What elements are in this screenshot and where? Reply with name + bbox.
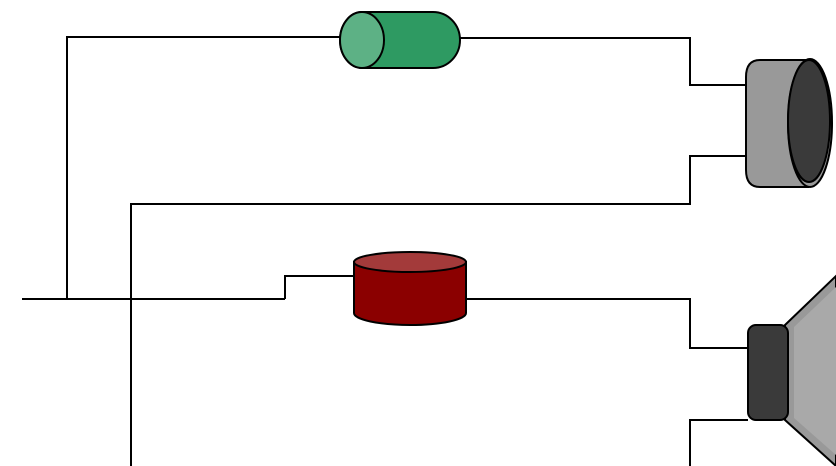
woofer-return-wire xyxy=(689,419,748,466)
inductor-component xyxy=(339,11,461,69)
capacitor-feed-wire xyxy=(284,275,355,299)
tweeter-positive-wire xyxy=(460,37,748,86)
capacitor-component xyxy=(353,251,467,326)
wires xyxy=(22,36,748,466)
tweeter-speaker-icon xyxy=(745,58,833,188)
inductor-feed-wire xyxy=(66,36,355,299)
woofer-speaker-icon xyxy=(747,274,836,466)
inductor-end-cap xyxy=(339,11,385,69)
woofer-cone-highlight xyxy=(794,287,836,455)
woofer-magnet xyxy=(747,324,789,421)
tweeter-dome xyxy=(787,59,831,183)
woofer-positive-wire xyxy=(466,298,748,349)
capacitor-top-cap xyxy=(353,251,467,273)
capacitor-body xyxy=(353,261,467,326)
tweeter-return-wire xyxy=(130,155,748,466)
